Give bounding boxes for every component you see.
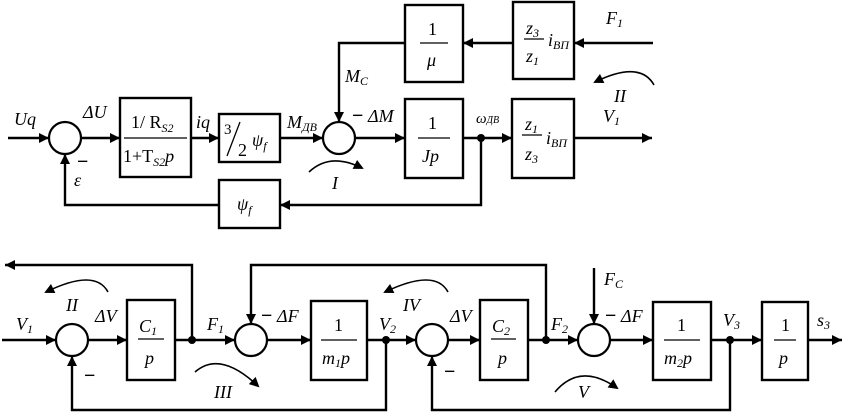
branch-point-v3 xyxy=(726,336,734,344)
sign-sum2: − xyxy=(352,105,363,127)
stiffness2-num: C2 xyxy=(492,316,510,338)
summing-junction-d xyxy=(576,322,612,358)
summing-junction-c xyxy=(414,322,450,358)
sign-sum-d: − xyxy=(605,305,616,327)
label-v1-top: V1 xyxy=(603,106,620,128)
wire-mc xyxy=(334,41,405,122)
back-emf-label: ψf xyxy=(237,194,253,217)
gear-forward-num: z1 xyxy=(524,114,538,136)
block-gear-forward xyxy=(510,97,576,180)
label-mc: MC xyxy=(344,66,369,88)
label-df1: ΔF xyxy=(276,306,300,326)
inertia-num: 1 xyxy=(428,113,437,133)
top-loop: 1/ RS2 1+TS2p 3 2 ψf 1 Jp 1 μ z3 z1 iВП … xyxy=(8,0,655,230)
loop-label-I: I xyxy=(331,173,339,193)
label-omega: ωДВ xyxy=(476,111,499,127)
loop-arc-II-bottom xyxy=(44,279,109,293)
branch-point-f1 xyxy=(188,336,196,344)
electrical-denominator: 1+TS2p xyxy=(123,146,174,169)
friction-num: 1 xyxy=(428,19,437,39)
stiffness2-den: p xyxy=(496,348,507,368)
label-iq: iq xyxy=(196,112,210,132)
gear-reverse-ratio: iВП xyxy=(548,30,570,52)
branch-point-f2 xyxy=(542,336,550,344)
mass2-num: 1 xyxy=(677,315,686,335)
integrator-num: 1 xyxy=(781,315,790,335)
block-gear-reverse xyxy=(511,0,576,81)
summing-junction-torque xyxy=(321,120,357,156)
block-inertia xyxy=(403,97,465,180)
bottom-loop: C1 p 1 m1p C2 p 1 m2p 1 p V1 ΔV F1 ΔF V2… xyxy=(2,260,842,412)
block-stiffness1 xyxy=(125,298,177,382)
torque-const-slash xyxy=(226,121,241,157)
label-df2: ΔF xyxy=(620,306,644,326)
friction-den: μ xyxy=(426,50,436,70)
loop-label-II-bottom: II xyxy=(65,295,79,315)
loop-label-V: V xyxy=(578,382,591,402)
summing-junction-voltage xyxy=(47,120,83,156)
inertia-den: Jp xyxy=(422,146,439,166)
stiffness1-den: p xyxy=(143,348,154,368)
torque-const-psi: ψf xyxy=(252,130,268,153)
loop-arc-III xyxy=(194,362,260,388)
label-s3: s3 xyxy=(817,310,830,332)
block-torque-constant xyxy=(217,112,282,164)
branch-point-v2 xyxy=(382,336,390,344)
label-uq: Uq xyxy=(14,109,36,129)
wire-f2-feedback xyxy=(246,263,548,340)
wire-speed-feedback xyxy=(280,138,483,210)
sign-sum-a: − xyxy=(84,365,95,387)
label-dm: ΔM xyxy=(367,106,395,126)
label-du: ΔU xyxy=(82,102,108,122)
loop-arc-V xyxy=(554,375,619,393)
torque-const-den: 2 xyxy=(238,140,247,160)
label-dv1: ΔV xyxy=(94,306,119,326)
loop-arc-I xyxy=(308,159,364,173)
branch-point-omega xyxy=(477,134,485,142)
loop-label-II-top: II xyxy=(613,86,627,106)
label-f2: F2 xyxy=(550,314,568,336)
block-stiffness2 xyxy=(478,298,530,382)
label-v1-bottom: V1 xyxy=(16,314,33,336)
label-v3: V3 xyxy=(723,310,740,332)
torque-const-num: 3 xyxy=(224,122,232,138)
stiffness1-num: C1 xyxy=(139,316,157,338)
label-fc: FC xyxy=(603,269,624,291)
wire-emf-feedback xyxy=(60,154,219,207)
mass1-num: 1 xyxy=(334,315,343,335)
loop-arc-IV xyxy=(383,279,449,294)
mass2-den: m2p xyxy=(664,348,692,370)
block-back-emf xyxy=(217,178,282,230)
electrical-numerator: 1/ RS2 xyxy=(131,112,174,135)
label-v2: V2 xyxy=(379,314,396,336)
loop-label-IV: IV xyxy=(402,295,422,315)
summing-junction-a xyxy=(54,322,90,358)
block-integrator xyxy=(760,300,810,382)
wire-v3-feedback xyxy=(427,340,732,412)
gear-forward-ratio: iВП xyxy=(546,128,568,150)
wire-f1-feedback-out xyxy=(5,260,194,340)
gear-forward-den: z3 xyxy=(524,144,538,166)
loop-arc-II-top xyxy=(593,70,655,86)
label-f1-top: F1 xyxy=(605,8,623,30)
wire-v2-feedback xyxy=(67,340,388,412)
label-dv2: ΔV xyxy=(449,306,474,326)
block-mass2 xyxy=(651,300,713,382)
gear-reverse-num: z3 xyxy=(525,18,539,40)
sign-sum1: − xyxy=(77,151,88,173)
label-epsilon: ε xyxy=(74,170,82,190)
gear-reverse-den: z1 xyxy=(525,46,539,68)
sign-sum-b: − xyxy=(261,305,272,327)
label-f1-bottom: F1 xyxy=(206,314,224,336)
sign-sum-c: − xyxy=(444,361,455,383)
label-mdv: MДВ xyxy=(286,112,318,134)
integrator-den: p xyxy=(777,348,788,368)
loop-label-III: III xyxy=(213,382,233,402)
mass1-den: m1p xyxy=(322,348,350,370)
summing-junction-b xyxy=(233,322,269,358)
